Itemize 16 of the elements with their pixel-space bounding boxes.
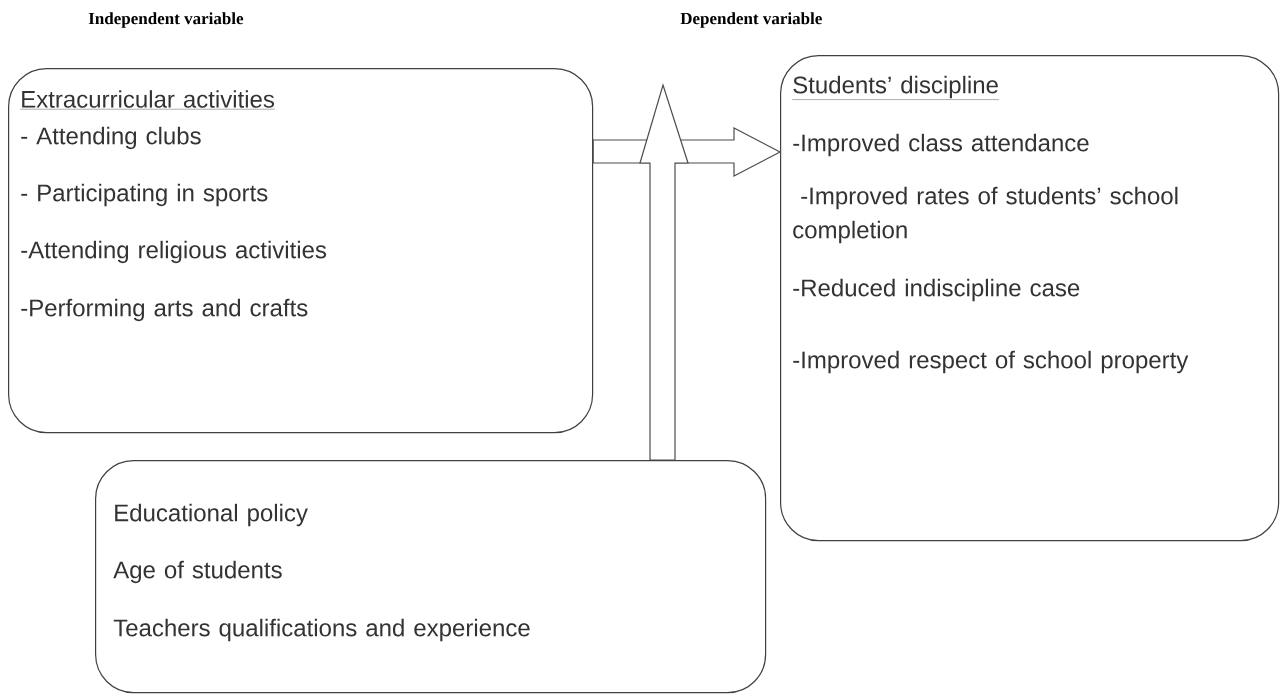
list-item: -Attending religious activities <box>21 240 327 264</box>
list-item: -Improved respect of school property <box>793 350 1189 374</box>
list-item: -Improved rates of students’ school completion <box>793 186 1178 244</box>
list-item: - Attending clubs <box>21 126 201 150</box>
list-item: Educational policy <box>115 503 308 527</box>
list-item: -Improved class attendance <box>793 133 1089 157</box>
list-item: -Reduced indiscipline case <box>793 278 1080 302</box>
block-arrow <box>639 82 689 461</box>
list-item: Teachers qualifications and experience <box>113 618 530 642</box>
box-heading: Extracurricular activities <box>20 90 276 110</box>
list-item: -Performing arts and crafts <box>21 298 308 322</box>
list-item: Age of students <box>113 560 282 584</box>
column-heading: Dependent variable <box>680 12 822 28</box>
box-heading: Students’ discipline <box>792 75 1000 100</box>
column-heading: Independent variable <box>88 12 244 28</box>
list-item: - Participating in sports <box>21 183 268 207</box>
